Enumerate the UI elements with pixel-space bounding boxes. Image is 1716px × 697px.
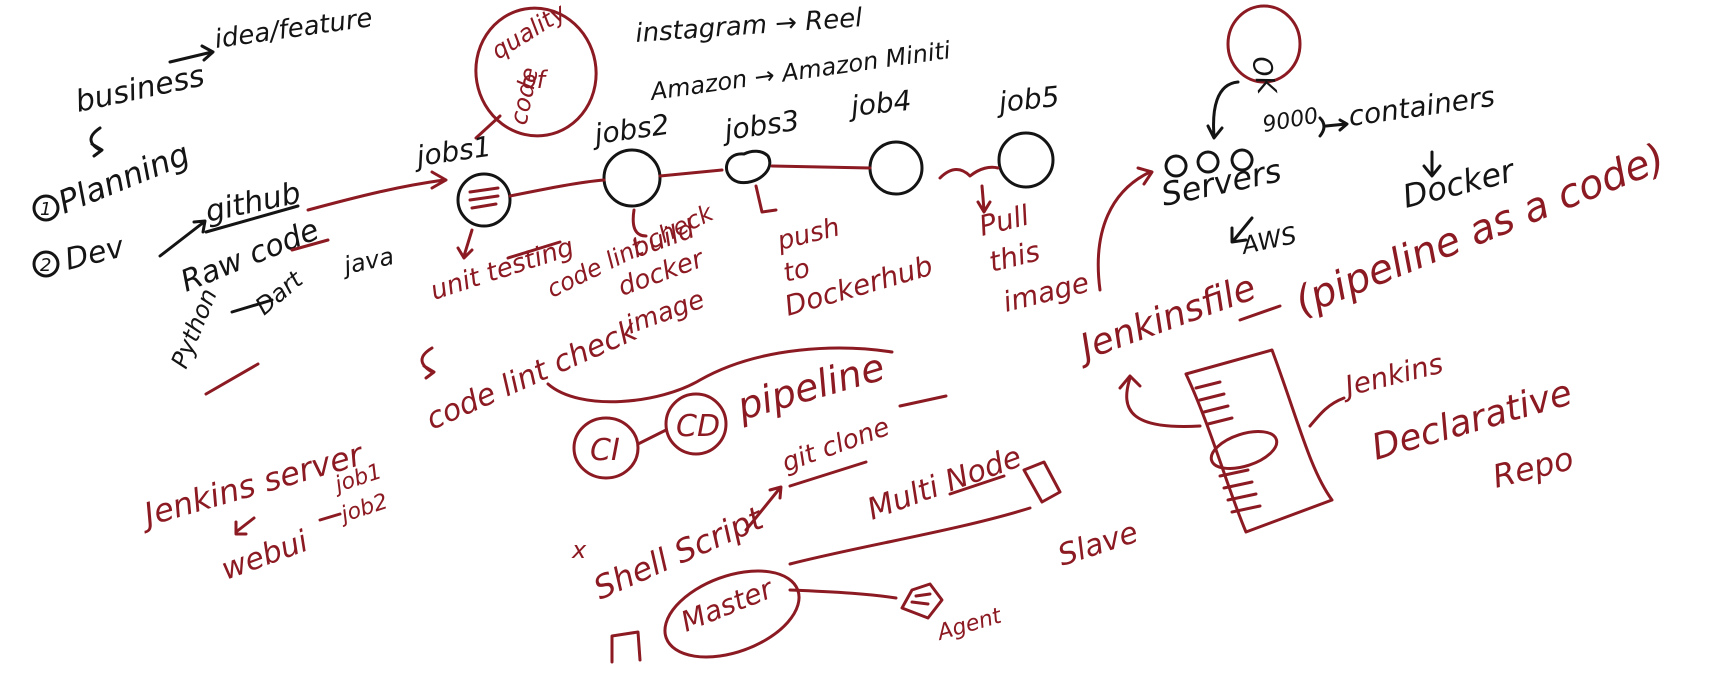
- job5-drop-arrow: [976, 184, 992, 214]
- dev-text: Dev: [61, 229, 128, 278]
- step1-number: 1: [40, 199, 51, 220]
- step2-circle: [32, 250, 60, 278]
- agent-node-icon: [900, 582, 944, 620]
- github-underline: [204, 204, 300, 234]
- business-text: business: [72, 58, 207, 119]
- job2-drop-arrow: [631, 208, 648, 238]
- job1-drop-arrow: [456, 228, 474, 260]
- jenkinsfile-up-arrow: [1118, 374, 1202, 429]
- step1-circle: [32, 194, 60, 222]
- raw-code-red-underline: [290, 238, 330, 252]
- ci-circle: [572, 416, 640, 480]
- webui-text: webui: [217, 524, 314, 588]
- jenkins-text: Jenkins: [1337, 347, 1446, 404]
- job2-node: [602, 148, 662, 208]
- slave-text: Slave: [1054, 515, 1143, 574]
- multi-node-text: Multi Node: [863, 440, 1026, 528]
- quality-pointer-line: [474, 114, 502, 140]
- aws-arrow: [1230, 216, 1254, 244]
- planning-text: Planning: [53, 135, 195, 222]
- git-clone-dash: [898, 394, 948, 408]
- step2-number: 2: [40, 255, 51, 276]
- job5-caption-line2: this: [986, 234, 1044, 278]
- job4-job5-link: [938, 165, 1000, 180]
- instagram-reel-text: instagram → Reel: [634, 3, 864, 49]
- job2-label: jobs2: [588, 108, 671, 152]
- quality-of-code-group: quality of code: [474, 0, 598, 140]
- x-mark: x: [571, 536, 587, 564]
- python-text: Python: [166, 285, 223, 373]
- job4-label: job4: [845, 84, 913, 124]
- servers-circles: [1164, 148, 1254, 178]
- idea-feature-text: idea/feature: [213, 3, 374, 55]
- job3-label: jobs3: [718, 104, 801, 148]
- job1-node-lines: [468, 186, 500, 210]
- cd-text: CD: [676, 409, 720, 444]
- of-text: of: [522, 66, 549, 94]
- ci-text: CI: [590, 433, 620, 468]
- ok-text: OK: [1245, 54, 1281, 98]
- job3-job4-link: [770, 164, 872, 170]
- dart-text: Dart: [250, 264, 309, 320]
- containers-text: containers: [1346, 80, 1496, 133]
- cd-circle: [664, 392, 728, 456]
- webui-arrow: [234, 516, 256, 536]
- python-red-underline: [204, 362, 260, 396]
- job3-node: [725, 149, 772, 185]
- document-pointer: [1308, 396, 1346, 428]
- aws-text: AWS: [1237, 221, 1299, 260]
- image-to-servers-arrow: [1096, 166, 1154, 292]
- job3-caption-line1: push: [773, 212, 842, 257]
- business-arrow: [168, 44, 215, 64]
- job5-label: job5: [993, 80, 1061, 120]
- job1-node: [456, 172, 512, 228]
- containers-arrow: [1324, 118, 1349, 132]
- quality-of-code-circle: [474, 6, 598, 138]
- multi-node-underline: [948, 474, 1006, 496]
- job4-node: [868, 140, 924, 196]
- raw-code-divider: [230, 298, 274, 314]
- git-clone-text: git clone: [778, 412, 894, 479]
- master-to-agent-link: [788, 588, 898, 600]
- job1-label: jobs1: [410, 130, 493, 174]
- repo-text: Repo: [1489, 439, 1578, 496]
- git-clone-underline: [788, 460, 868, 488]
- containers-brace: [1318, 116, 1326, 138]
- unit-testing-underline: [506, 240, 562, 260]
- pipeline-brace: [546, 346, 894, 404]
- left-node-box: [610, 630, 642, 664]
- ci-cd-link: [636, 428, 668, 446]
- ok-circle: [1226, 4, 1302, 84]
- job-list-dash: [318, 512, 342, 522]
- document-highlight: [1209, 430, 1279, 470]
- ok-down-arrow: [1206, 80, 1240, 140]
- slave-node-icon: [1022, 460, 1062, 504]
- master-text: Master: [676, 572, 778, 639]
- jenkinsfile-document: [1184, 348, 1334, 534]
- code-text: code: [504, 65, 543, 127]
- job3-drop-arrow: [754, 184, 778, 214]
- code-lint-hook-arrow: [420, 346, 436, 380]
- servers-text: Servers: [1158, 151, 1285, 213]
- shell-script-arrow: [744, 485, 783, 532]
- docker-arrow: [1422, 150, 1442, 178]
- jenkinsfile-underline: [1238, 304, 1282, 322]
- dev-arrow: [158, 219, 207, 258]
- job5-node: [997, 131, 1055, 189]
- master-to-slave-link: [788, 506, 1032, 566]
- job1-job2-link: [508, 178, 606, 198]
- planning-hook-arrow: [89, 126, 104, 158]
- document-lines: [1194, 380, 1262, 514]
- count-text: 9000: [1261, 104, 1320, 138]
- left-notes: business idea/feature 1 Planning 2 Dev g…: [32, 3, 396, 373]
- job2-job3-link: [658, 168, 724, 178]
- java-text: java: [338, 242, 396, 280]
- agent-text: Agent: [933, 603, 1006, 646]
- raw-code-to-jobs-arrow: [306, 170, 448, 212]
- master-ellipse: [663, 569, 801, 659]
